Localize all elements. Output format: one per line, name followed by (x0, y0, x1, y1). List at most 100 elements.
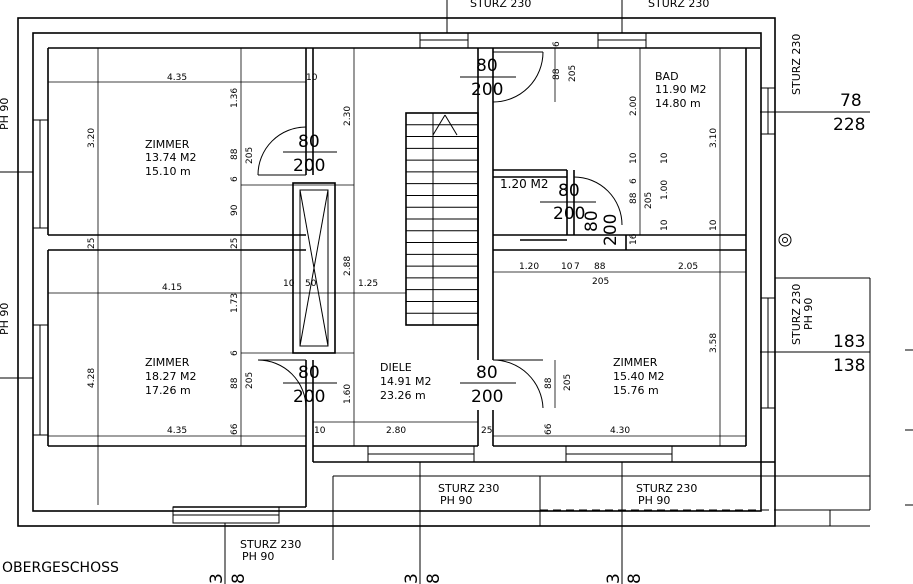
wc-area-label: 1.20 M2 (500, 177, 549, 191)
svg-text:25: 25 (230, 238, 240, 249)
svg-text:STURZ 230: STURZ 230 (470, 0, 531, 10)
svg-text:4.15: 4.15 (162, 283, 182, 293)
room-perimeter: 17.26 m (145, 384, 191, 397)
room-area: 18.27 M2 (145, 370, 196, 383)
svg-text:2.00: 2.00 (629, 96, 639, 116)
svg-text:1.36: 1.36 (230, 88, 240, 108)
svg-text:205: 205 (245, 147, 255, 164)
svg-text:STURZ 230: STURZ 230 (636, 482, 697, 495)
room-label-diele: DIELE 14.91 M2 23.26 m (380, 361, 431, 402)
door-label-4: 80 200 (471, 363, 503, 407)
room-area: 13.74 M2 (145, 151, 196, 164)
room-area: 14.91 M2 (380, 375, 431, 388)
svg-text:3: 3 (207, 573, 227, 584)
svg-text:10: 10 (629, 152, 639, 164)
windows (32, 32, 776, 524)
svg-text:88: 88 (230, 377, 240, 389)
svg-text:3.10: 3.10 (709, 128, 719, 148)
svg-text:50: 50 (305, 279, 317, 289)
svg-text:10: 10 (660, 219, 670, 231)
svg-text:STURZ 230: STURZ 230 (648, 0, 709, 10)
svg-text:1.73: 1.73 (230, 293, 240, 313)
svg-text:6: 6 (230, 176, 240, 182)
svg-text:200: 200 (293, 156, 325, 176)
svg-text:6: 6 (230, 350, 240, 356)
svg-text:STURZ 230: STURZ 230 (240, 538, 301, 551)
chimney-shaft (292, 182, 336, 354)
room-name: ZIMMER (145, 138, 190, 151)
svg-text:PH 90: PH 90 (440, 494, 472, 507)
svg-text:PH 90: PH 90 (638, 494, 670, 507)
svg-text:80: 80 (476, 363, 498, 383)
room-label-zimmer-3: ZIMMER 15.40 M2 15.76 m (613, 356, 664, 397)
svg-text:6: 6 (629, 178, 639, 184)
svg-text:25: 25 (87, 238, 97, 249)
svg-text:88: 88 (594, 262, 606, 272)
svg-text:200: 200 (293, 387, 325, 407)
room-name: BAD (655, 70, 679, 83)
svg-text:80: 80 (298, 132, 320, 152)
svg-text:2.30: 2.30 (343, 106, 353, 126)
room-name: ZIMMER (145, 356, 190, 369)
svg-text:2.05: 2.05 (678, 262, 698, 272)
svg-text:STURZ 230: STURZ 230 (790, 34, 803, 95)
svg-text:3.20: 3.20 (87, 128, 97, 148)
room-label-bad: BAD 11.90 M2 14.80 m (655, 70, 706, 110)
door-label-3: 80 200 (471, 56, 503, 100)
svg-text:3.58: 3.58 (709, 333, 719, 353)
svg-text:1.20: 1.20 (519, 262, 539, 272)
svg-text:2.80: 2.80 (386, 426, 406, 436)
balcony-outline (332, 277, 871, 560)
svg-text:4.35: 4.35 (167, 73, 187, 83)
svg-text:205: 205 (568, 65, 578, 82)
dimension-lines (48, 48, 746, 505)
svg-text:80: 80 (558, 181, 580, 201)
room-perimeter: 15.76 m (613, 384, 659, 397)
dimension-texts-vertical: 3.20 4.28 25 1.36 88 205 6 90 25 1.73 6 … (87, 41, 719, 435)
svg-text:200: 200 (471, 80, 503, 100)
room-area: 15.40 M2 (613, 370, 664, 383)
svg-text:1.60: 1.60 (343, 384, 353, 404)
svg-text:1.00: 1.00 (660, 180, 670, 200)
svg-text:4.35: 4.35 (167, 426, 187, 436)
door-label-5: 80 200 (553, 181, 585, 224)
svg-text:10: 10 (660, 152, 670, 164)
svg-text:205: 205 (592, 277, 609, 287)
svg-text:PH 90: PH 90 (0, 98, 11, 130)
room-perimeter: 23.26 m (380, 389, 426, 402)
svg-text:66: 66 (544, 423, 554, 435)
svg-text:80: 80 (476, 56, 498, 76)
svg-text:88: 88 (629, 192, 639, 204)
svg-text:25: 25 (481, 426, 492, 436)
svg-text:8: 8 (625, 573, 645, 584)
svg-text:3: 3 (604, 573, 624, 584)
svg-text:88: 88 (230, 148, 240, 160)
svg-text:4.30: 4.30 (610, 426, 630, 436)
svg-text:200: 200 (471, 387, 503, 407)
svg-text:7: 7 (574, 262, 580, 272)
svg-text:10: 10 (561, 262, 573, 272)
svg-text:1.25: 1.25 (358, 279, 378, 289)
floor-title: OBERGESCHOSS (2, 560, 119, 576)
room-area: 11.90 M2 (655, 83, 706, 96)
svg-text:138: 138 (833, 356, 865, 376)
svg-text:4.28: 4.28 (87, 368, 97, 388)
door-label-1: 80 200 (293, 132, 325, 176)
svg-text:2.88: 2.88 (343, 256, 353, 276)
svg-text:200: 200 (601, 214, 621, 246)
svg-text:80: 80 (582, 210, 602, 232)
svg-text:205: 205 (563, 374, 573, 391)
room-name: ZIMMER (613, 356, 658, 369)
svg-text:8: 8 (229, 573, 249, 584)
svg-text:10: 10 (283, 279, 295, 289)
window-fraction-1: 78 228 (833, 91, 865, 135)
window-fraction-2: 183 138 (833, 332, 865, 376)
svg-text:78: 78 (840, 91, 862, 111)
door-swings (257, 51, 623, 409)
svg-text:STURZ 230: STURZ 230 (438, 482, 499, 495)
room-name: DIELE (380, 361, 412, 374)
svg-text:228: 228 (833, 115, 865, 135)
svg-text:88: 88 (544, 377, 554, 389)
